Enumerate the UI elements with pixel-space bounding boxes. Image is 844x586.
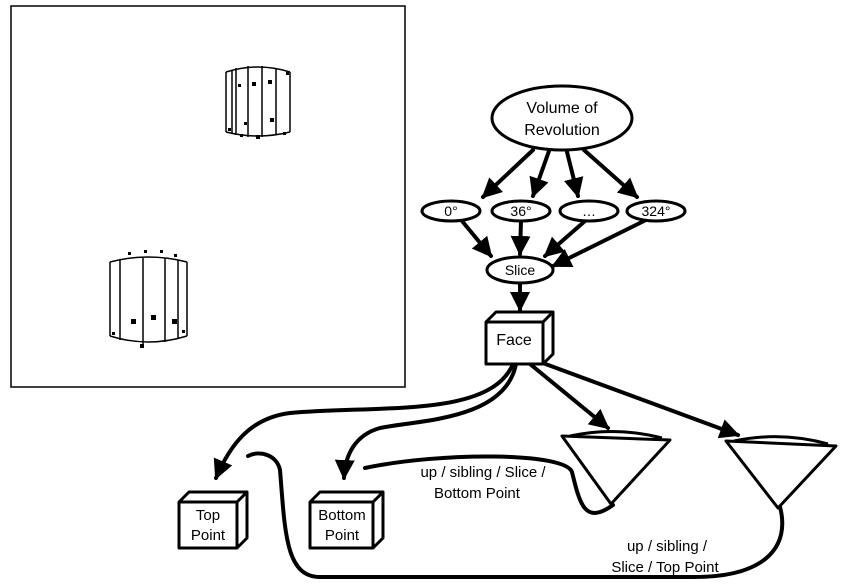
edge-ellipsis-to-slice <box>543 219 587 258</box>
node-triangle-2 <box>724 435 838 510</box>
node-top-point: Top Point <box>177 490 249 550</box>
edge-face-to-triangle-2 <box>538 360 740 439</box>
node-angle-0: 0° <box>420 199 482 223</box>
svg-text:Slice / Top Point: Slice / Top Point <box>611 559 719 576</box>
node-volume-of-revolution: Volume of Revolution <box>490 84 634 152</box>
svg-text:up / sibling /: up / sibling / <box>627 538 708 555</box>
svg-text:36°: 36° <box>510 203 531 219</box>
svg-text:Revolution: Revolution <box>524 122 600 139</box>
large-cylinder-render <box>109 250 188 348</box>
svg-text:Point: Point <box>325 527 360 544</box>
edge-root-to-36 <box>529 149 551 198</box>
node-slice: Slice <box>485 255 555 285</box>
edge-root-to-ellipsis <box>563 150 584 198</box>
svg-text:Volume of: Volume of <box>526 100 598 117</box>
path-triangle-1-to-bottom-point <box>363 454 615 515</box>
sibling-paths <box>246 451 785 580</box>
node-triangle-1 <box>560 430 672 506</box>
edge-root-to-0 <box>481 148 535 199</box>
edge-324-to-slice <box>551 217 650 268</box>
svg-text:Point: Point <box>191 527 226 544</box>
edge-face-to-triangle-1 <box>528 362 610 430</box>
svg-text:Top: Top <box>196 507 220 524</box>
svg-text:…: … <box>582 203 596 219</box>
graph-edges <box>213 148 740 480</box>
svg-text:up / sibling / Slice /: up / sibling / Slice / <box>420 464 546 481</box>
svg-text:Bottom Point: Bottom Point <box>434 485 521 502</box>
render-preview-panel <box>10 5 406 388</box>
edge-0-to-slice <box>460 219 493 258</box>
edge-root-to-324 <box>582 148 639 199</box>
edge-face-to-bottom-point <box>334 362 518 480</box>
node-angle-324: 324° <box>625 199 687 223</box>
svg-text:Bottom: Bottom <box>318 507 366 524</box>
node-face: Face <box>484 310 555 366</box>
svg-text:Slice: Slice <box>505 262 536 278</box>
annotation-bottom-path: up / sibling / Slice / Bottom Point <box>420 464 546 502</box>
node-bottom-point: Bottom Point <box>308 490 385 550</box>
svg-text:324°: 324° <box>642 203 671 219</box>
small-cylinder-render <box>225 66 291 139</box>
edge-36-to-slice <box>510 219 531 256</box>
svg-text:0°: 0° <box>444 203 457 219</box>
edge-face-to-top-point <box>213 362 515 480</box>
node-angle-36: 36° <box>490 199 552 223</box>
path-triangle-2-to-top-point <box>246 451 785 580</box>
svg-text:Face: Face <box>496 332 532 349</box>
node-angle-ellipsis: … <box>558 199 620 223</box>
annotation-top-path: up / sibling / Slice / Top Point <box>611 538 719 576</box>
